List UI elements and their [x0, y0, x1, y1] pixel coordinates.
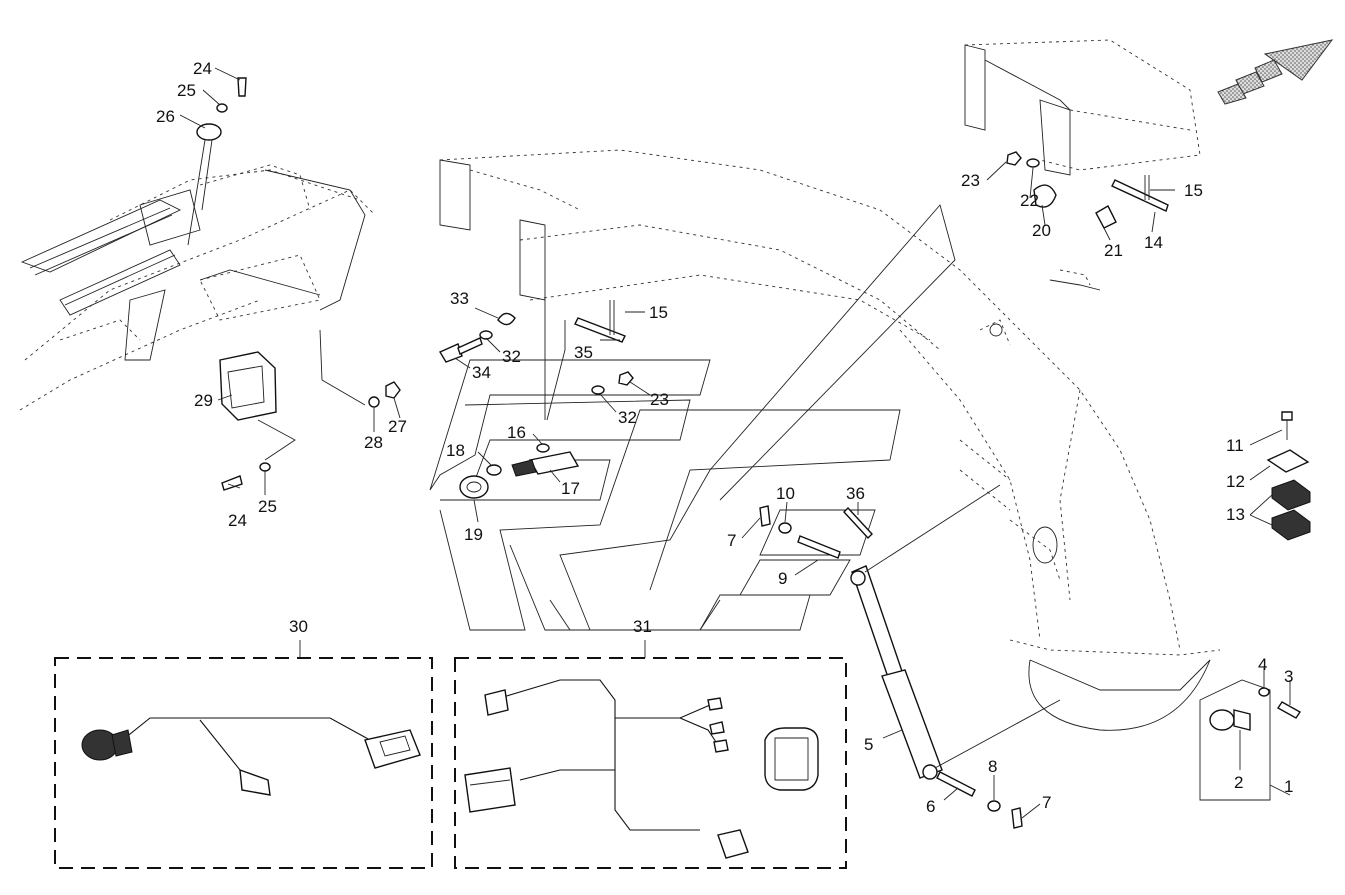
callout-26: 26 [156, 107, 175, 126]
kit-box-31 [454, 657, 847, 869]
parts-clamp [1266, 411, 1311, 541]
callout-16: 16 [507, 423, 526, 442]
callout-36: 36 [846, 484, 865, 503]
callout-9: 9 [778, 569, 787, 588]
hydraulic-cylinder [850, 484, 1061, 780]
parts-pin-set [759, 505, 1023, 829]
callout-12: 12 [1226, 472, 1245, 491]
callout-7-upper: 7 [727, 531, 736, 550]
leader-lines [179, 67, 1291, 819]
parts-chute-left [438, 300, 634, 499]
callout-23-upper: 23 [961, 171, 980, 190]
callout-1: 1 [1284, 777, 1293, 796]
upper-right-bracket [964, 39, 1201, 291]
lamp-parts [187, 77, 401, 491]
callout-33: 33 [450, 289, 469, 308]
cable-harness-30 [81, 717, 421, 796]
callout-34: 34 [472, 363, 491, 382]
callout-28: 28 [364, 433, 383, 452]
callout-35: 35 [574, 343, 593, 362]
kit-box-30 [54, 657, 433, 869]
callout-13: 13 [1226, 505, 1245, 524]
callout-5: 5 [864, 735, 873, 754]
callout-4: 4 [1258, 655, 1267, 674]
callout-25-upper: 25 [177, 81, 196, 100]
chute-body [439, 149, 1221, 731]
callout-15-upper: 15 [1184, 181, 1203, 200]
callout-14: 14 [1144, 233, 1163, 252]
callout-32-upper: 32 [502, 347, 521, 366]
callout-25-lower: 25 [258, 497, 277, 516]
callout-17: 17 [561, 479, 580, 498]
callout-11: 11 [1226, 436, 1244, 455]
callout-31: 31 [633, 617, 652, 636]
callout-24-lower: 24 [228, 511, 247, 530]
callout-20: 20 [1032, 221, 1051, 240]
callout-15-lower: 15 [649, 303, 668, 322]
callout-3: 3 [1284, 667, 1293, 686]
chevron-decal [429, 204, 956, 631]
plate-assembly [1199, 679, 1302, 801]
callout-8: 8 [988, 757, 997, 776]
callout-10: 10 [776, 484, 795, 503]
callout-2: 2 [1234, 773, 1243, 792]
callout-30: 30 [289, 617, 308, 636]
callout-24-upper: 24 [193, 59, 212, 78]
callout-18: 18 [446, 441, 465, 460]
direction-arrow-icon [1217, 39, 1334, 105]
callout-32-lower: 32 [618, 408, 637, 427]
left-frame [19, 164, 376, 411]
callout-6: 6 [926, 797, 935, 816]
callout-29: 29 [194, 391, 213, 410]
callout-23-lower: 23 [650, 390, 669, 409]
callout-19: 19 [464, 525, 483, 544]
callout-7-lower: 7 [1042, 793, 1051, 812]
parts-upper-right [1006, 151, 1169, 229]
cable-harness-31 [464, 679, 819, 859]
callout-22: 22 [1020, 191, 1039, 210]
callout-21: 21 [1104, 241, 1123, 260]
callout-27: 27 [388, 417, 407, 436]
callout-labels: 1 2 3 4 5 6 7 7 8 9 10 11 12 13 14 15 15… [156, 59, 1293, 816]
